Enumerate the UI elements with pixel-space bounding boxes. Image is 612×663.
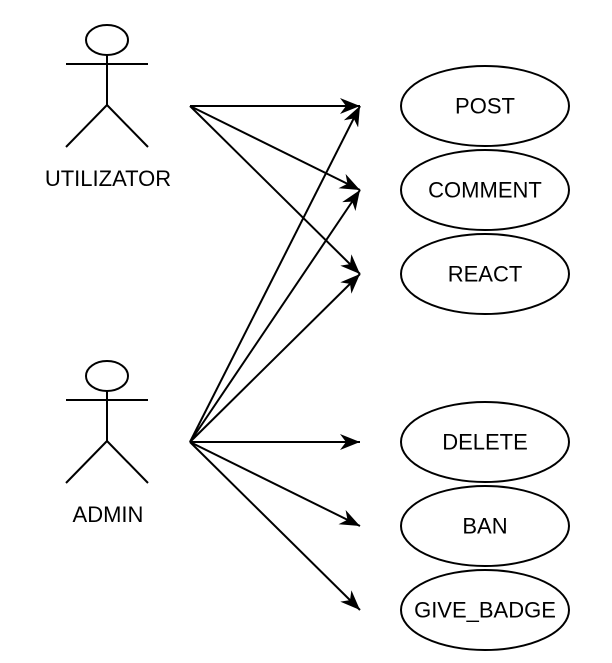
actor-right-leg <box>106 104 149 148</box>
actor-left-leg <box>65 104 108 148</box>
association-arrow-utilizator-to-react <box>189 105 361 275</box>
use-case-react: REACT <box>400 233 570 315</box>
use-case-comment: COMMENT <box>400 149 570 231</box>
use-case-label-post: POST <box>455 94 515 119</box>
use-case-ban: BAN <box>400 485 570 567</box>
use-case-ellipse <box>400 485 570 567</box>
actor-right-leg <box>106 440 149 484</box>
association-arrow-admin-to-react <box>189 273 361 443</box>
actor-left-leg <box>65 440 108 484</box>
use-case-give-badge: GIVE_BADGE <box>400 569 570 651</box>
use-case-label-react: REACT <box>448 262 523 287</box>
actor-utilizator: UTILIZATOR <box>45 24 171 191</box>
use-case-label-comment: COMMENT <box>428 178 542 203</box>
association-arrow-admin-to-post <box>189 105 361 443</box>
association-arrow-admin-to-give-badge <box>189 441 361 611</box>
use-case-label-give-badge: GIVE_BADGE <box>414 598 556 623</box>
use-case-ellipse <box>400 149 570 231</box>
actor-label-utilizator: UTILIZATOR <box>45 166 171 191</box>
actor-head-icon <box>85 360 129 392</box>
actor-admin: ADMIN <box>65 360 149 527</box>
association-arrow-admin-to-ban <box>189 441 361 527</box>
use-case-label-delete: DELETE <box>442 430 528 455</box>
actor-head-icon <box>85 24 129 56</box>
use-case-post: POST <box>400 65 570 147</box>
use-case-delete: DELETE <box>400 401 570 483</box>
actor-label-admin: ADMIN <box>73 502 144 527</box>
use-case-ellipse <box>400 65 570 147</box>
associations-group <box>189 98 361 611</box>
use-case-ellipse <box>400 401 570 483</box>
use-case-label-ban: BAN <box>462 514 507 539</box>
association-arrow-admin-to-comment <box>189 189 361 443</box>
use-case-ellipse <box>400 233 570 315</box>
use-case-ellipse <box>400 569 570 651</box>
association-arrow-utilizator-to-comment <box>189 105 361 191</box>
